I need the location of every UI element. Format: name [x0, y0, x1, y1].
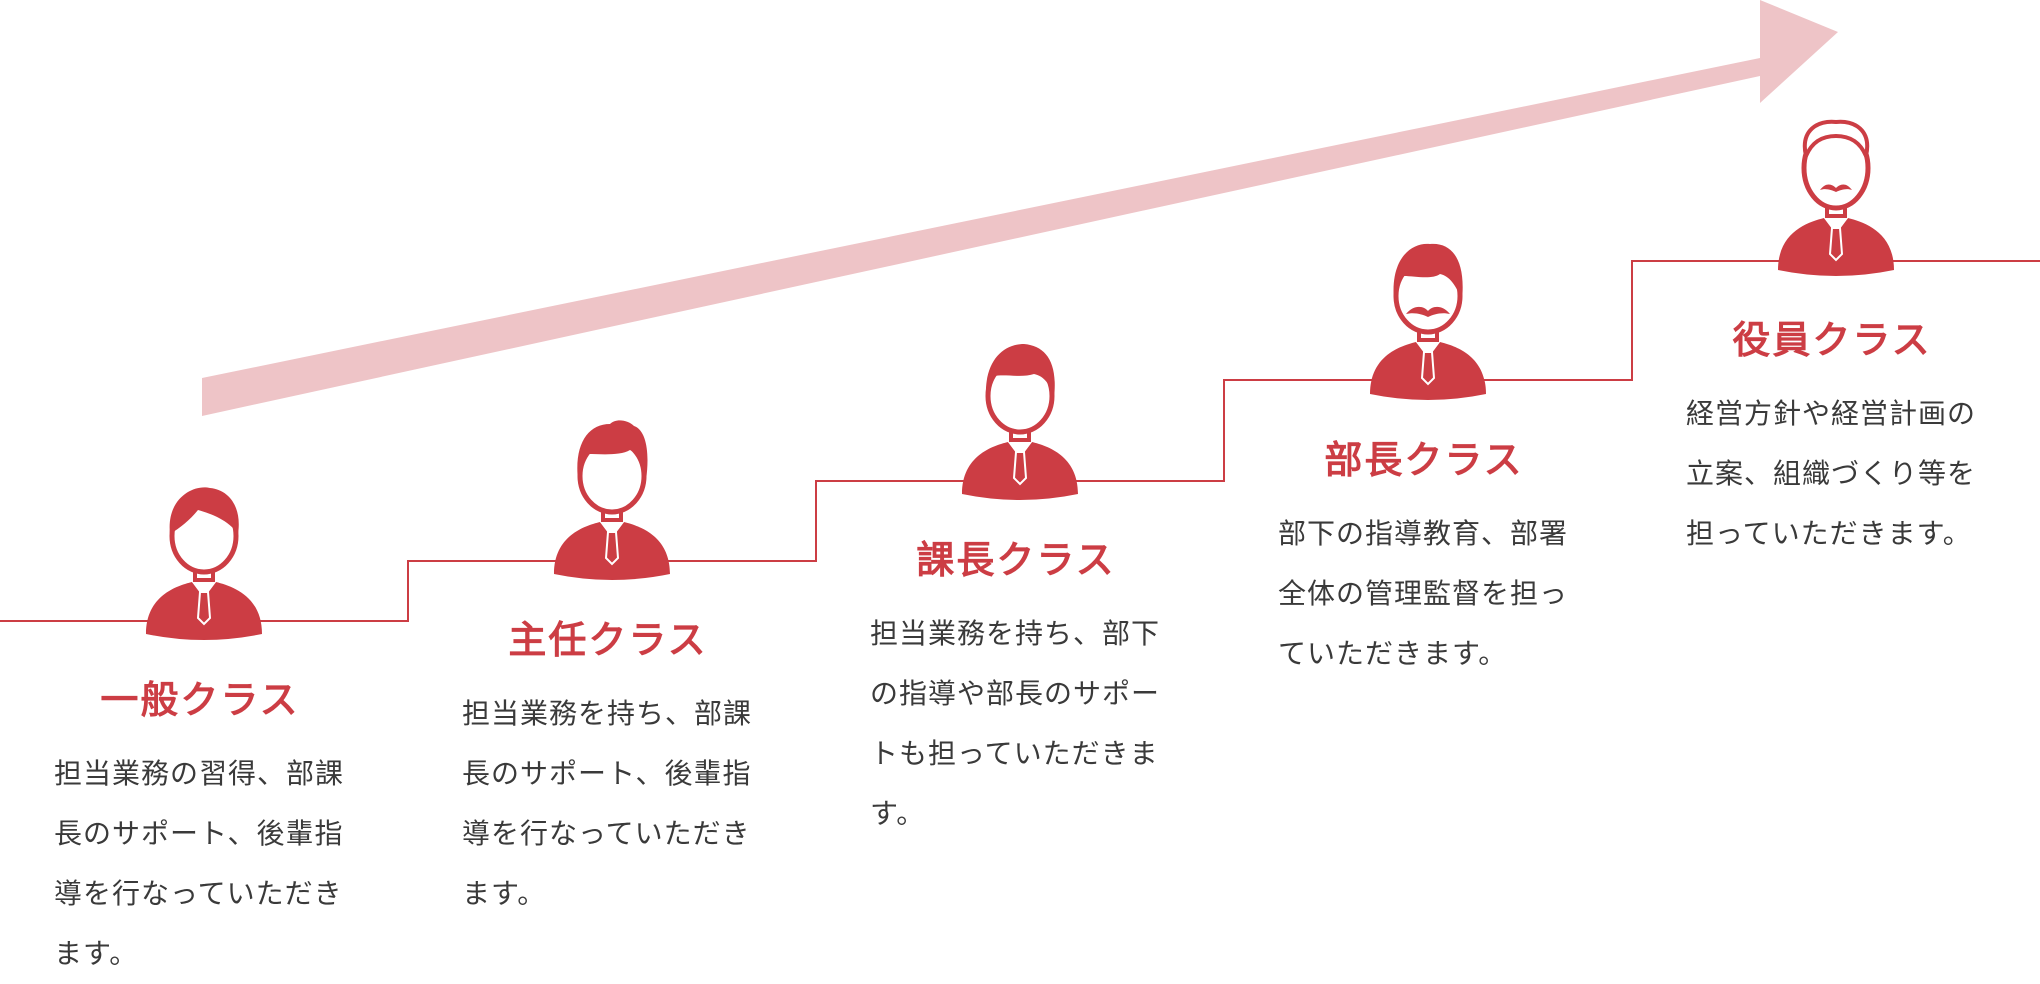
- executive-icon: [1778, 119, 1894, 276]
- stage-department-manager: 部長クラス 部下の指導教育、部署全体の管理監督を担っていただきます。: [1264, 430, 1584, 684]
- section-manager-icon: [962, 344, 1078, 500]
- department-manager-icon: [1370, 243, 1486, 400]
- stage-description: 担当業務を持ち、部課長のサポート、後輩指導を行なっていただきます。: [462, 697, 753, 910]
- stage-title: 課長クラス: [916, 538, 1116, 582]
- stage-executive: 役員クラス 経営方針や経営計画の立案、組織づくり等を担っていただきます。: [1672, 310, 1992, 564]
- stage-description: 担当業務の習得、部課長のサポート、後輩指導を行なっていただきます。: [54, 757, 345, 970]
- stage-description: 部下の指導教育、部署全体の管理監督を担っていただきます。: [1278, 517, 1569, 670]
- stage-description: 担当業務を持ち、部下の指導や部長のサポートも担っていただきます。: [870, 617, 1161, 830]
- mustache: [1406, 306, 1450, 317]
- stage-section-manager: 課長クラス 担当業務を持ち、部下の指導や部長のサポートも担っていただきます。: [856, 530, 1176, 844]
- mustache: [1820, 184, 1852, 192]
- stage-title: 役員クラス: [1732, 318, 1932, 362]
- stage-title: 部長クラス: [1324, 438, 1524, 482]
- stage-title: 主任クラス: [508, 618, 708, 662]
- stage-title: 一般クラス: [100, 678, 300, 722]
- growth-arrow: [202, 0, 1838, 416]
- employee-icon: [146, 487, 262, 640]
- stage-general: 一般クラス 担当業務の習得、部課長のサポート、後輩指導を行なっていただきます。: [40, 670, 360, 984]
- stage-chief: 主任クラス 担当業務を持ち、部課長のサポート、後輩指導を行なっていただきます。: [448, 610, 768, 924]
- stage-description: 経営方針や経営計画の立案、組織づくり等を担っていただきます。: [1686, 397, 1977, 550]
- chief-icon: [554, 420, 670, 580]
